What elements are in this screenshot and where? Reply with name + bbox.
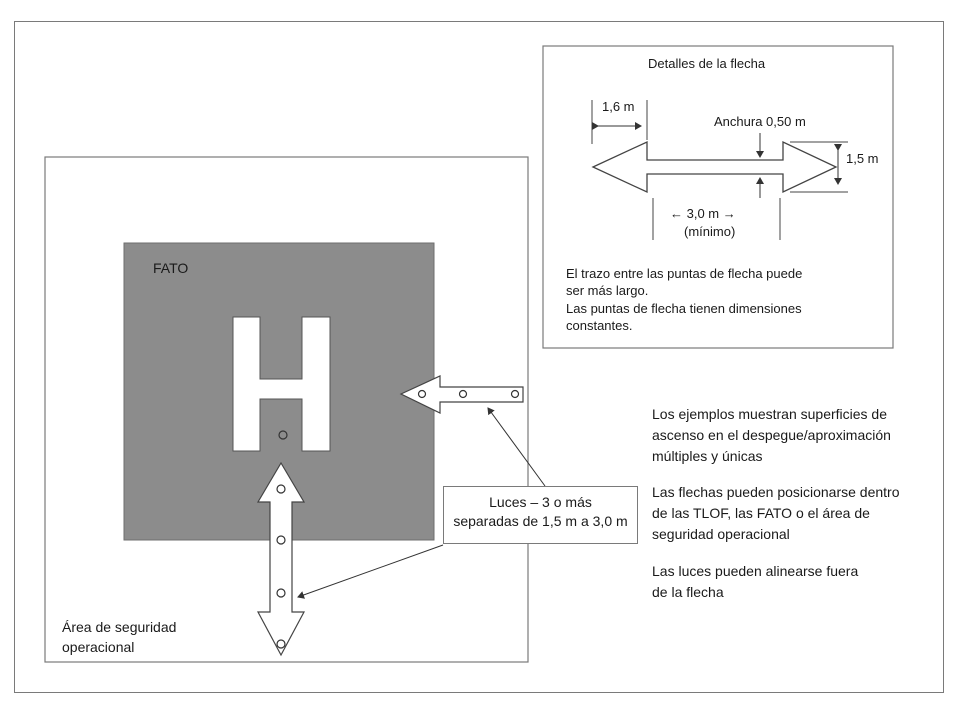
dim-height-label: 1,5 m [846,151,879,166]
detail-note-line2: ser más largo. [566,283,649,298]
harrow-light-1 [417,389,427,399]
detail-note-line4: constantes. [566,318,633,333]
dim-length-note: (mínimo) [684,224,736,239]
side-note-1-line3: múltiples y únicas [652,448,763,464]
side-note-1-line1: Los ejemplos muestran superficies de [652,406,888,422]
safety-area-label-line2: operacional [62,639,135,655]
vertical-arrow [256,461,306,657]
lights-label-line2: separadas de 1,5 m a 3,0 m [453,513,628,529]
dim-stroke-label: Anchura 0,50 m [714,114,806,129]
arrow-light-4 [276,639,286,649]
arrow-light-3 [276,588,286,598]
arrow-light-1 [276,484,286,494]
harrow-light-2 [458,389,468,399]
fato-label: FATO [153,260,189,276]
h-marking [232,316,331,452]
lights-label-box: Luces – 3 o más separadas de 1,5 m a 3,0… [443,486,638,544]
fato-light [278,430,288,440]
dim-length-label: ← 3,0 m → [670,206,736,221]
side-note-3-line2: de la flecha [652,584,724,600]
side-note-1-line2: ascenso en el despegue/aproximación [652,427,891,443]
dim-width-label: 1,6 m [602,99,635,114]
figure-frame [14,21,944,693]
detail-note-line3: Las puntas de flecha tienen dimensiones [566,301,802,316]
leader-to-harrow [487,407,546,487]
arrow-light-2 [276,535,286,545]
detail-box [542,45,894,349]
leader-to-varrow [297,544,444,599]
horizontal-arrow [399,375,524,414]
side-note-2-line2: de las TLOF, las FATO o el área de [652,505,870,521]
side-note-2-line1: Las flechas pueden posicionarse dentro [652,484,900,500]
side-note-2-line3: seguridad operacional [652,526,790,542]
lights-label-line1: Luces – 3 o más [489,494,592,510]
detail-title: Detalles de la flecha [648,56,766,71]
detail-note-line1: El trazo entre las puntas de flecha pued… [566,266,803,281]
harrow-light-3 [510,389,520,399]
safety-area-label-line1: Área de seguridad [62,619,177,635]
side-note-3-line1: Las luces pueden alinearse fuera [652,563,859,579]
